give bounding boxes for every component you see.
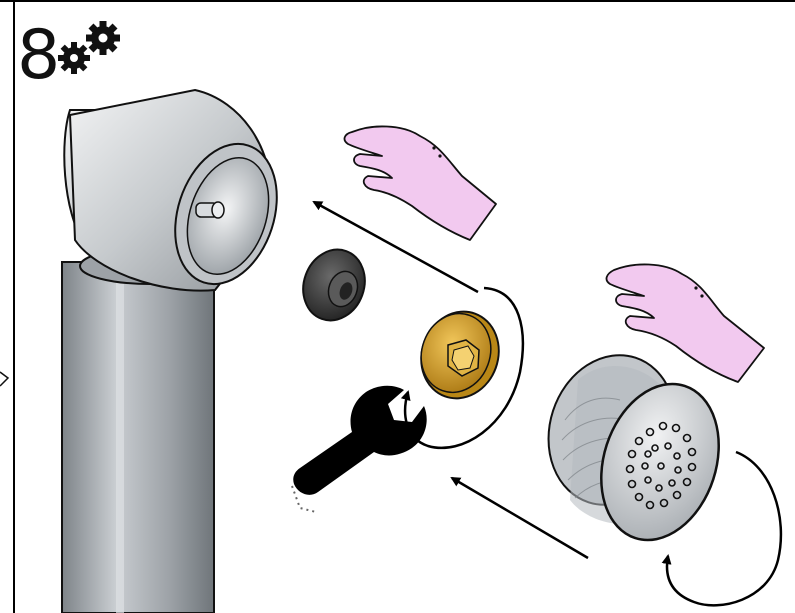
gears-icon: [58, 21, 120, 74]
shower-head: [530, 339, 738, 556]
gear-icon: [58, 42, 90, 74]
hand-icon: [345, 126, 496, 240]
shower-pipe: [62, 248, 220, 613]
rubber-washer: [293, 241, 374, 329]
edge-fragment: [0, 372, 8, 386]
brass-flow-restrictor: [409, 301, 511, 410]
inner-pin: [196, 202, 224, 218]
gear-icon: [86, 21, 120, 55]
